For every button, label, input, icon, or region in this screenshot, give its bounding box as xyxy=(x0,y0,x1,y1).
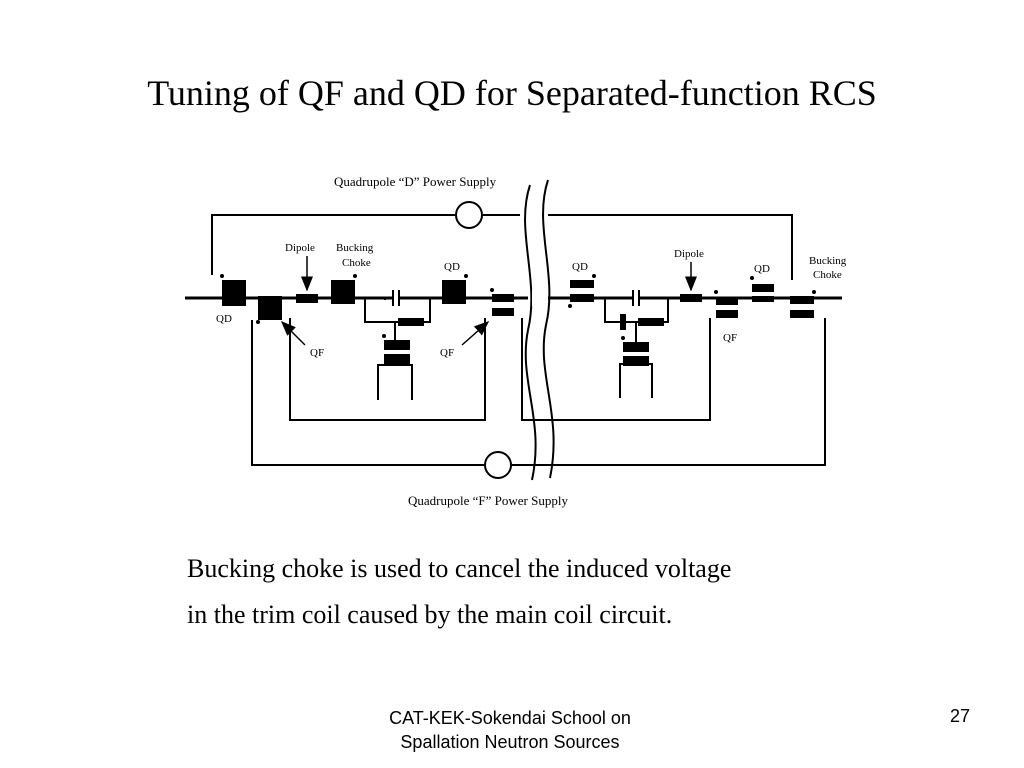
caption-line-1: Bucking choke is used to cancel the indu… xyxy=(187,554,732,583)
bucking-choke-right-lower xyxy=(790,310,814,318)
trim-choke-right-lower xyxy=(623,356,649,366)
qf-mid-label: QF xyxy=(440,347,454,359)
qf-magnet-left xyxy=(258,296,282,320)
bucking-choke-right xyxy=(790,296,814,304)
dot xyxy=(353,274,357,278)
qd-magnet-left xyxy=(222,280,246,306)
dipole-left-label: Dipole xyxy=(285,242,315,254)
qd-magnet-mid2 xyxy=(570,280,594,288)
circuit-diagram: Quadrupole “D” Power Supply Quadrupole “… xyxy=(185,174,847,508)
supply-f-label: Quadrupole “F” Power Supply xyxy=(408,493,568,508)
dot xyxy=(382,334,386,338)
bucking-choke-right-label-1: Bucking xyxy=(809,255,847,267)
d-power-supply-icon xyxy=(455,201,483,229)
qd-right-label: QD xyxy=(754,263,770,275)
dot xyxy=(568,304,572,308)
footer: CAT-KEK-Sokendai School on Spallation Ne… xyxy=(310,706,710,754)
capacitor-left-gap xyxy=(394,295,398,301)
f-supply-loop-left xyxy=(251,320,484,466)
dot xyxy=(220,274,224,278)
d-supply-loop-right-2 xyxy=(548,214,793,280)
dot xyxy=(714,290,718,294)
trim-network-left xyxy=(364,298,431,323)
slide-title: Tuning of QF and QD for Separated-functi… xyxy=(147,73,877,113)
qf-mid-arrow xyxy=(461,321,490,346)
qd-left-label: QD xyxy=(216,313,232,325)
capacitor-right-gap xyxy=(634,295,638,301)
dot xyxy=(621,336,625,340)
trim-legs-left xyxy=(377,364,413,400)
footer-line-1: CAT-KEK-Sokendai School on xyxy=(389,708,631,728)
trim-choke-left xyxy=(384,340,410,350)
trim-coil-left xyxy=(398,318,424,326)
trim-coil-right xyxy=(638,318,664,326)
dipole-magnet-left xyxy=(296,294,318,303)
dot xyxy=(592,274,596,278)
qf-magnet-mid xyxy=(492,294,514,302)
dipole-magnet-right xyxy=(680,294,702,302)
qf-left-label: QF xyxy=(310,347,324,359)
qd-magnet-right xyxy=(752,284,774,292)
qf-magnet-mid-lower xyxy=(492,308,514,316)
trim-legs-right xyxy=(619,363,653,398)
qf-magnet-right-lower xyxy=(716,310,738,318)
qf-left-arrow xyxy=(280,320,306,346)
qd-magnet-mid2-lower xyxy=(570,294,594,302)
dot xyxy=(256,320,260,324)
qd-magnet-mid1 xyxy=(442,280,466,304)
page-number: 27 xyxy=(949,706,970,726)
bucking-choke-left xyxy=(331,280,355,304)
break-line-1 xyxy=(524,184,537,481)
trim-choke-left-lower xyxy=(384,354,410,364)
bucking-choke-left-label-1: Bucking xyxy=(336,242,374,254)
trim-choke-right xyxy=(623,342,649,352)
qd-mid2-label: QD xyxy=(572,261,588,273)
caption: Bucking choke is used to cancel the indu… xyxy=(187,546,907,638)
dot xyxy=(490,288,494,292)
f-power-supply-icon xyxy=(484,451,512,479)
supply-d-label: Quadrupole “D” Power Supply xyxy=(334,174,497,189)
qd-magnet-right-lower xyxy=(752,296,774,302)
trim-small-right xyxy=(620,314,626,330)
break-line-2 xyxy=(542,179,555,479)
bucking-choke-left-label-2: Choke xyxy=(342,257,371,269)
break-gap xyxy=(532,290,544,306)
dot xyxy=(812,290,816,294)
bucking-choke-right-label-2: Choke xyxy=(813,269,842,281)
footer-line-2: Spallation Neutron Sources xyxy=(400,732,620,752)
qf-right-label: QF xyxy=(723,332,737,344)
f-supply-loop-right xyxy=(512,318,826,466)
dipole-right-label: Dipole xyxy=(674,248,704,260)
qd-mid1-label: QD xyxy=(444,261,460,273)
qf-magnet-right xyxy=(716,297,738,305)
qf-return-loop-right xyxy=(521,318,711,421)
qf-return-loop-left xyxy=(289,318,486,421)
dot xyxy=(464,274,468,278)
caption-line-2: in the trim coil caused by the main coil… xyxy=(187,600,673,629)
d-supply-loop-left xyxy=(211,214,455,275)
dot xyxy=(750,276,754,280)
